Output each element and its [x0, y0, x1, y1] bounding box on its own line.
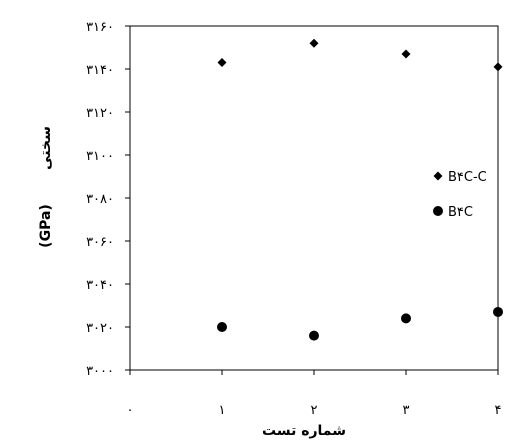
y-axis-title: سختی — [38, 126, 54, 170]
b4c-point — [401, 313, 411, 324]
b4c-point — [493, 306, 503, 317]
legend-marker — [433, 171, 443, 181]
b4c-c-point — [493, 62, 503, 72]
x-axis-ticks: ۰ ۱ ۲ ۳ ۴ — [127, 370, 502, 418]
b4c-c-point — [217, 58, 227, 68]
y-tick-label: ۳۱۲۰ — [86, 106, 114, 121]
x-tick-label: ۴ — [495, 403, 502, 418]
y-tick-label: ۳۰۰۰ — [86, 364, 114, 379]
legend-label: B۴C-C — [448, 170, 487, 185]
y-axis-title-group: سختی (GPa) — [38, 126, 54, 248]
x-tick-label: ۰ — [127, 403, 134, 418]
legend-marker — [433, 206, 443, 216]
legend-label: B۴C — [448, 205, 473, 220]
legend: B۴C-C B۴C — [433, 170, 487, 220]
b4c-point — [217, 322, 227, 332]
y-tick-label: ۳۱۶۰ — [86, 20, 114, 35]
x-tick-label: ۲ — [311, 403, 318, 418]
b4c-c-point — [309, 38, 319, 48]
y-tick-label: ۳۱۴۰ — [86, 63, 114, 78]
y-axis-ticks: ۳۰۰۰ ۳۰۲۰ ۳۰۴۰ ۳۰۶۰ ۳۰۸۰ ۳۱۰۰ ۳۱۲۰ ۳۱۴۰ ۳۱۶۰ — [86, 20, 130, 379]
y-axis-unit: (GPa) — [38, 204, 54, 248]
b4c-point — [309, 330, 319, 341]
b4c-c-point — [401, 49, 411, 59]
y-tick-label: ۳۰۴۰ — [86, 278, 114, 293]
x-tick-label: ۱ — [219, 403, 226, 418]
data-marks — [217, 38, 503, 341]
x-axis-title: شماره تست — [262, 423, 346, 439]
y-tick-label: ۳۰۸۰ — [86, 192, 114, 207]
y-tick-label: ۳۱۰۰ — [86, 149, 114, 164]
y-tick-label: ۳۰۶۰ — [86, 235, 114, 250]
plot-border — [129, 25, 499, 371]
y-tick-label: ۳۰۲۰ — [86, 321, 114, 336]
plot-frame — [129, 25, 499, 371]
x-tick-label: ۳ — [403, 403, 410, 418]
